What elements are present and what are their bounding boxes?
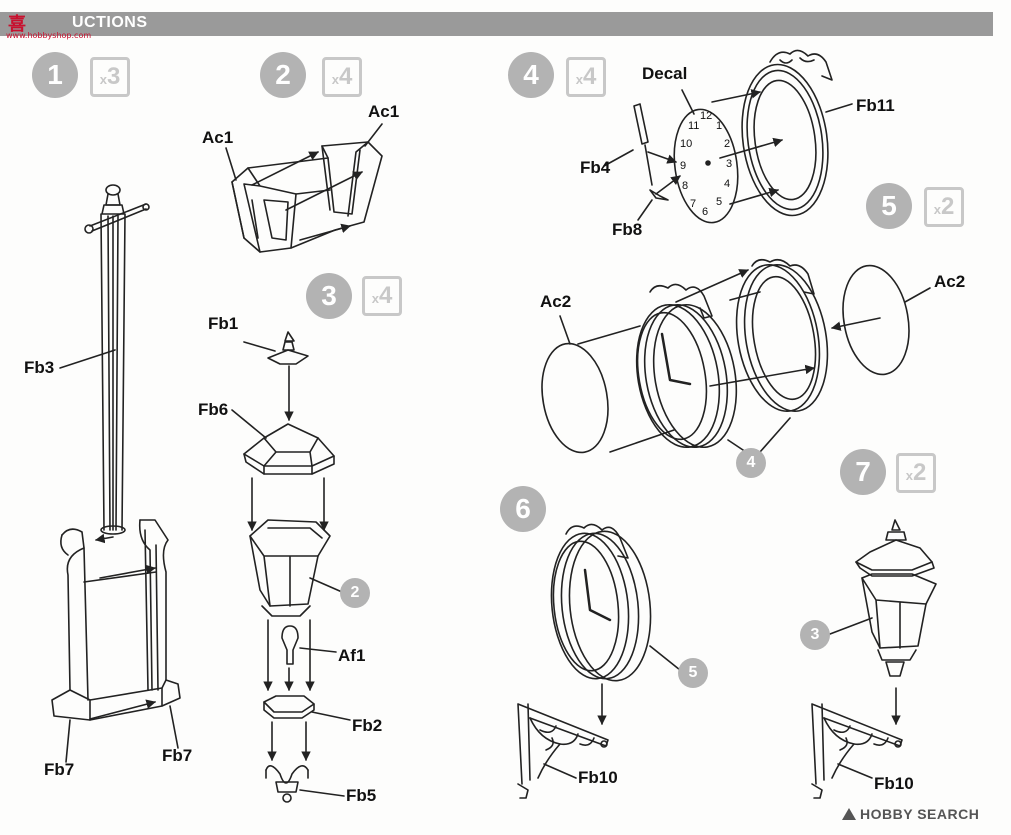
label-fb7-left: Fb7 [44, 760, 75, 779]
step-3-badge: 3 [306, 273, 352, 319]
numeral-10: 10 [680, 138, 693, 150]
header-title: UCTIONS [72, 14, 148, 31]
step-2-multiplier-prefix: x [331, 72, 339, 87]
step-4-multiplier-prefix: x [575, 72, 583, 87]
site-logo: 喜 www.hobbyshop.com [2, 4, 91, 40]
logo-url: www.hobbyshop.com [6, 31, 92, 40]
hobbysearch-logo-icon [842, 808, 856, 820]
lamp-post-assembly [51, 184, 181, 763]
step-7-multiplier-prefix: x [905, 468, 913, 483]
watermark-text: HOBBY SEARCH [860, 806, 980, 822]
logo-text: 喜 [8, 14, 26, 35]
step-2-multiplier-value: 4 [338, 63, 353, 90]
numeral-5: 5 [716, 196, 723, 208]
label-ac2-right: Ac2 [934, 272, 966, 291]
step-6-badge: 6 [500, 486, 546, 532]
header-bar [0, 12, 993, 36]
numeral-6: 6 [702, 206, 709, 218]
step-2-badge: 2 [260, 52, 306, 98]
label-fb4: Fb4 [580, 158, 611, 177]
step-7-multiplier: x2 [896, 453, 936, 493]
numeral-11: 11 [688, 120, 700, 132]
glass-panel-assembly [225, 123, 383, 253]
label-ac1-right: Ac1 [368, 102, 400, 121]
step-3-multiplier-prefix: x [371, 291, 379, 306]
label-decal: Decal [642, 64, 688, 83]
numeral-4: 4 [724, 178, 731, 190]
numeral-9: 9 [680, 160, 687, 172]
step-1-badge: 1 [32, 52, 78, 98]
step-1-multiplier: x3 [90, 57, 130, 97]
step-4-badge: 4 [508, 52, 554, 98]
step-7-badge: 7 [840, 449, 886, 495]
step-4-multiplier-value: 4 [582, 63, 597, 90]
numeral-8: 8 [682, 180, 689, 192]
label-ac1-left: Ac1 [202, 128, 234, 147]
label-fb7-right: Fb7 [162, 746, 193, 765]
step-5-multiplier: x2 [924, 187, 964, 227]
ref-step-3: 3 [800, 620, 830, 650]
ref-step-4: 4 [736, 448, 766, 478]
numeral-3: 3 [726, 158, 733, 170]
step-7-multiplier-value: 2 [912, 459, 927, 486]
numeral-7: 7 [690, 198, 697, 210]
label-fb10-right: Fb10 [874, 774, 914, 793]
label-fb5: Fb5 [346, 786, 377, 805]
step-5-multiplier-prefix: x [933, 202, 941, 217]
label-fb11: Fb11 [856, 96, 895, 115]
numeral-2: 2 [724, 138, 731, 150]
wall-lamp-assembly [811, 519, 937, 799]
step-5-multiplier-value: 2 [940, 193, 955, 220]
wall-clock-assembly [517, 523, 681, 799]
clock-face-assembly [603, 49, 853, 224]
label-fb10-left: Fb10 [578, 768, 618, 787]
label-af1: Af1 [338, 646, 366, 665]
numeral-1: 1 [716, 120, 723, 132]
step-1-multiplier-value: 3 [106, 63, 121, 90]
step-1-multiplier-prefix: x [99, 72, 107, 87]
label-fb3: Fb3 [24, 358, 55, 377]
watermark: HOBBY SEARCH [842, 806, 979, 822]
label-fb6: Fb6 [198, 400, 229, 419]
step-3-multiplier-value: 4 [378, 282, 393, 309]
step-3-multiplier: x4 [362, 276, 402, 316]
label-ac2-left: Ac2 [540, 292, 572, 311]
double-clock-assembly [541, 258, 931, 457]
label-fb8: Fb8 [612, 220, 643, 239]
label-fb2: Fb2 [352, 716, 383, 735]
step-2-multiplier: x4 [322, 57, 362, 97]
numeral-12: 12 [700, 110, 713, 122]
step-4-multiplier: x4 [566, 57, 606, 97]
ref-step-2: 2 [340, 578, 370, 608]
ref-step-5: 5 [678, 658, 708, 688]
lantern-assembly [231, 331, 351, 803]
label-fb1: Fb1 [208, 314, 239, 333]
step-5-badge: 5 [866, 183, 912, 229]
